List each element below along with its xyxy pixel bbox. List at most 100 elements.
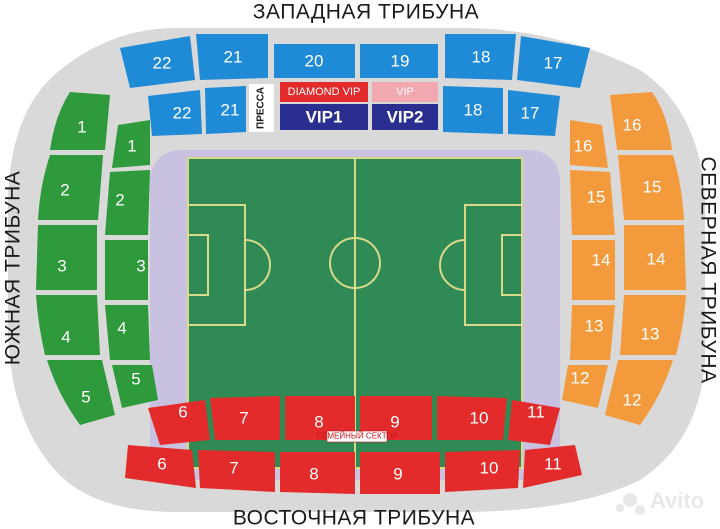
west-lower-sectors	[148, 82, 560, 136]
vip1-label: VIP1	[306, 108, 343, 127]
sector-s-outer-1[interactable]	[50, 92, 110, 150]
sector-n-outer-15[interactable]	[618, 155, 684, 220]
label-s-inner-2: 2	[115, 191, 124, 210]
east-inner-sectors	[148, 396, 560, 445]
label-n-outer-12: 12	[623, 391, 642, 410]
north-inner-sectors	[562, 120, 615, 408]
sector-n-inner-13[interactable]	[570, 305, 615, 360]
sector-vip2[interactable]	[372, 104, 438, 130]
east-outer-sectors	[125, 445, 582, 494]
sector-w-upper-19[interactable]	[360, 44, 438, 78]
sector-e-outer-7[interactable]	[198, 450, 275, 492]
sector-w-lower-22[interactable]	[148, 90, 202, 136]
label-w-lower-18: 18	[464, 101, 483, 120]
label-s-inner-4: 4	[117, 319, 126, 338]
sector-e-inner-10[interactable]	[437, 396, 507, 440]
sector-w-upper-22[interactable]	[120, 36, 195, 88]
sector-n-inner-14[interactable]	[572, 240, 615, 300]
sector-n-outer-12[interactable]	[605, 360, 673, 425]
sector-vip1[interactable]	[280, 104, 368, 130]
sector-s-outer-5[interactable]	[47, 360, 115, 425]
family-sector-label: СЕМЕЙНЫЙ СЕКТОР	[316, 432, 398, 441]
label-w-upper-21: 21	[224, 48, 243, 67]
sector-w-upper-17[interactable]	[517, 36, 590, 88]
avito-watermark: Avito	[616, 488, 704, 515]
label-e-outer-10: 10	[480, 459, 499, 478]
label-n-inner-12: 12	[571, 369, 590, 388]
sector-s-outer-4[interactable]	[36, 295, 100, 355]
label-e-outer-9: 9	[393, 465, 402, 484]
label-n-outer-15: 15	[643, 178, 662, 197]
sector-n-inner-16[interactable]	[570, 120, 608, 168]
sector-s-inner-5[interactable]	[112, 365, 158, 408]
label-n-inner-16: 16	[574, 137, 593, 156]
label-e-inner-6: 6	[178, 403, 187, 422]
diamond-vip-label: DIAMOND VIP	[288, 86, 361, 98]
sector-w-lower-21[interactable]	[205, 86, 246, 134]
north-outer-sectors	[605, 92, 686, 425]
label-n-inner-14: 14	[592, 251, 611, 270]
sector-n-inner-12[interactable]	[562, 365, 608, 408]
sector-e-outer-10[interactable]	[445, 450, 520, 492]
label-s-inner-1: 1	[127, 137, 136, 156]
avito-watermark-text: Avito	[650, 488, 704, 513]
label-s-outer-4: 4	[61, 328, 70, 347]
sector-e-inner-6[interactable]	[148, 400, 210, 445]
label-n-outer-14: 14	[647, 250, 666, 269]
label-e-outer-8: 8	[309, 465, 318, 484]
press-box	[249, 84, 274, 132]
sector-e-inner-9[interactable]	[360, 396, 432, 440]
sector-w-lower-17[interactable]	[508, 90, 560, 136]
north-tribune-title: СЕВЕРНАЯ ТРИБУНА	[697, 156, 720, 383]
vip-label: VIP	[396, 86, 414, 98]
label-w-lower-17: 17	[521, 104, 540, 123]
sector-e-outer-6[interactable]	[125, 445, 196, 488]
sector-s-inner-4[interactable]	[105, 305, 150, 360]
sector-w-lower-18[interactable]	[443, 86, 503, 134]
sector-w-upper-20[interactable]	[274, 44, 355, 78]
label-w-upper-22: 22	[153, 54, 172, 73]
label-s-inner-5: 5	[131, 370, 140, 389]
label-n-outer-16: 16	[623, 116, 642, 135]
sector-e-outer-11[interactable]	[523, 445, 582, 488]
sector-n-outer-14[interactable]	[624, 225, 686, 290]
sector-diamond-vip[interactable]	[280, 82, 368, 102]
east-tribune-title: ВОСТОЧНАЯ ТРИБУНА	[233, 507, 475, 529]
sector-s-outer-3[interactable]	[36, 225, 97, 290]
sector-s-inner-3[interactable]	[105, 240, 148, 300]
label-e-outer-6: 6	[157, 455, 166, 474]
label-s-outer-1: 1	[77, 118, 86, 137]
label-w-upper-18: 18	[472, 48, 491, 67]
label-s-outer-5: 5	[81, 388, 90, 407]
south-tribune-title: ЮЖНАЯ ТРИБУНА	[2, 171, 25, 366]
sector-n-outer-13[interactable]	[620, 295, 686, 355]
sector-s-outer-2[interactable]	[38, 155, 103, 220]
family-sector-box	[326, 430, 388, 443]
label-w-lower-21: 21	[221, 101, 240, 120]
sector-w-upper-18[interactable]	[445, 34, 516, 80]
sector-s-inner-2[interactable]	[105, 170, 150, 235]
label-e-inner-7: 7	[239, 409, 248, 428]
label-n-outer-13: 13	[641, 325, 660, 344]
sector-e-inner-11[interactable]	[508, 400, 560, 445]
sector-s-inner-1[interactable]	[112, 120, 150, 168]
sector-n-inner-15[interactable]	[570, 170, 615, 235]
label-w-upper-19: 19	[391, 52, 410, 71]
sector-n-outer-16[interactable]	[610, 92, 672, 150]
label-s-inner-3: 3	[136, 257, 145, 276]
west-tribune-title: ЗАПАДНАЯ ТРИБУНА	[253, 1, 479, 24]
sector-e-outer-9[interactable]	[360, 452, 440, 494]
sector-e-outer-8[interactable]	[280, 452, 355, 494]
label-n-inner-15: 15	[587, 188, 606, 207]
sector-vip[interactable]	[372, 82, 438, 102]
sector-e-inner-7[interactable]	[210, 396, 280, 440]
label-e-inner-10: 10	[470, 409, 489, 428]
sector-e-inner-8[interactable]	[285, 396, 355, 440]
label-s-outer-2: 2	[60, 181, 69, 200]
sector-w-upper-21[interactable]	[196, 34, 268, 80]
label-e-outer-7: 7	[229, 459, 238, 478]
west-upper-sectors	[120, 34, 590, 88]
label-w-lower-22: 22	[173, 104, 192, 123]
label-e-inner-9: 9	[390, 413, 399, 432]
